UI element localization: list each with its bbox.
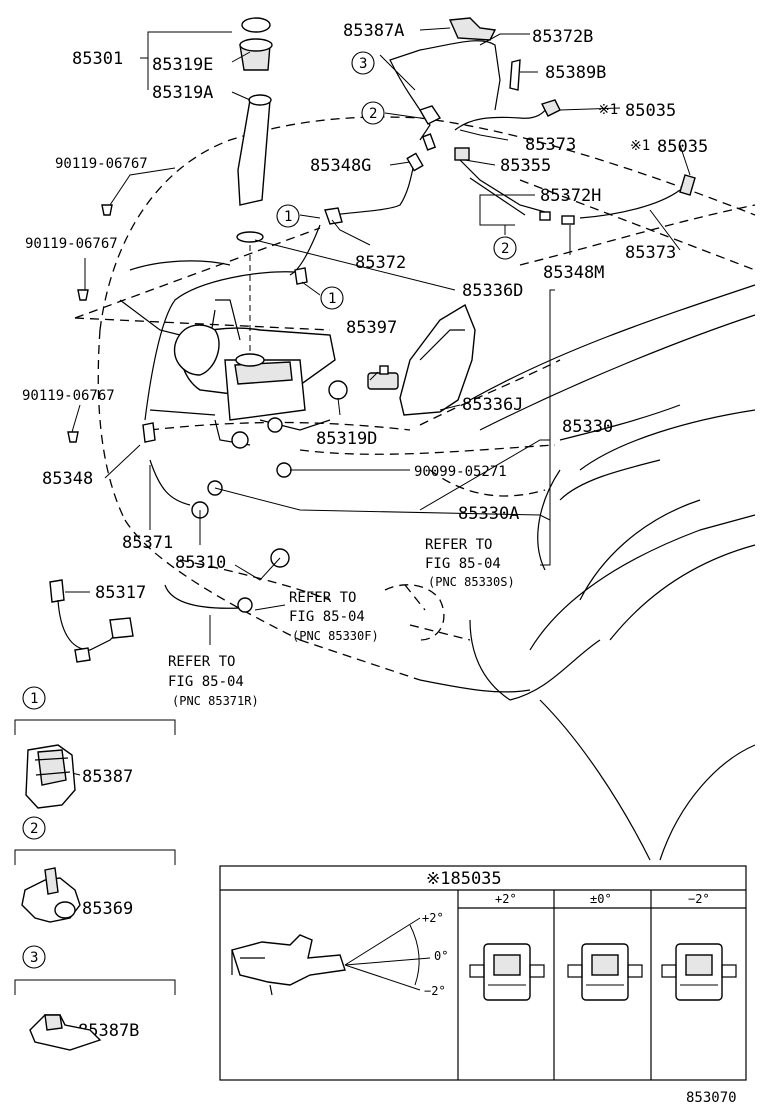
hoses — [144, 40, 681, 609]
callout-2-mid: 2 — [493, 236, 517, 260]
ref-85330F-line2: FIG 85-04 — [289, 609, 365, 625]
label-85373-a: 85373 — [525, 135, 576, 155]
legend-clip-85387 — [14, 719, 176, 809]
ref-85371R-line1: REFER TO — [168, 654, 235, 670]
inset-title: ※185035 — [426, 869, 502, 889]
svg-text:1: 1 — [284, 209, 292, 225]
svg-text:1: 1 — [328, 291, 336, 307]
label-85348M: 85348M — [543, 263, 604, 283]
vehicle-body-outline — [74, 116, 756, 681]
svg-text:2: 2 — [501, 241, 509, 257]
nozzle-front-zero — [567, 943, 643, 1001]
label-85371: 85371 — [122, 533, 173, 553]
inset-col-zero: ±0° — [590, 892, 612, 906]
label-85035-b: 85035 — [657, 137, 708, 157]
label-85387A: 85387A — [343, 21, 404, 41]
label-85397: 85397 — [346, 318, 397, 338]
label-85387: 85387 — [82, 767, 133, 787]
callout-1-legend: 1 — [22, 686, 46, 710]
legend-clip-85369 — [14, 849, 176, 923]
svg-text:3: 3 — [359, 56, 367, 72]
label-85336D: 85336D — [462, 281, 523, 301]
leader-lines — [54, 27, 691, 1031]
label-85369: 85369 — [82, 899, 133, 919]
ref-85330S-line1: REFER TO — [425, 537, 492, 553]
label-85372: 85372 — [355, 253, 406, 273]
asterisk-85035-a: ※1 — [598, 102, 618, 118]
callouts: 3 2 1 2 1 1 2 3 — [22, 51, 517, 969]
cover-85336J — [399, 303, 476, 416]
washer-jar-assembly — [119, 260, 336, 446]
legend-clip-85387B — [14, 979, 176, 1051]
label-85301: 85301 — [72, 49, 123, 69]
nozzle-front-plus2 — [469, 943, 545, 1001]
label-90119-06767-top: 90119-06767 — [55, 156, 148, 172]
filler-neck — [236, 17, 273, 355]
label-85336J: 85336J — [462, 395, 523, 415]
svg-text:3: 3 — [30, 950, 38, 966]
nozzle-side-view: +2° 0° −2° — [231, 911, 448, 998]
part-labels: 85301 85319E 85319A 90119-06767 90119-06… — [22, 21, 708, 1041]
angle-zero: 0° — [434, 949, 448, 963]
fender-outline — [419, 284, 756, 861]
figure-number: 853070 — [686, 1090, 737, 1106]
level-sensor — [49, 579, 134, 663]
callout-3-top: 3 — [351, 51, 375, 75]
label-85330: 85330 — [562, 417, 613, 437]
reference-notes: REFER TO FIG 85-04 (PNC 85330S) REFER TO… — [168, 537, 515, 708]
label-85389B: 85389B — [545, 63, 606, 83]
svg-text:1: 1 — [30, 691, 38, 707]
callout-2-legend: 2 — [22, 816, 46, 840]
label-85319A: 85319A — [152, 83, 213, 103]
ref-85330F-line3: (PNC 85330F) — [292, 629, 379, 643]
svg-text:2: 2 — [369, 106, 377, 122]
label-85330A: 85330A — [458, 504, 519, 524]
callout-3-legend: 3 — [22, 945, 46, 969]
label-85348G: 85348G — [310, 156, 371, 176]
label-85319D: 85319D — [316, 429, 377, 449]
nozzle-front-minus2 — [661, 943, 737, 1001]
label-85373-b: 85373 — [625, 243, 676, 263]
label-85372B: 85372B — [532, 27, 593, 47]
inset-col-plus2: +2° — [495, 892, 517, 906]
label-85319E: 85319E — [152, 55, 213, 75]
ref-85371R-line3: (PNC 85371R) — [172, 694, 259, 708]
label-85310: 85310 — [175, 553, 226, 573]
angle-plus2: +2° — [422, 911, 444, 925]
svg-text:2: 2 — [30, 821, 38, 837]
label-90119-06767-mid: 90119-06767 — [25, 236, 118, 252]
callout-1-lower: 1 — [320, 286, 344, 310]
washer-pump — [367, 365, 399, 390]
ref-85330S-line2: FIG 85-04 — [425, 556, 501, 572]
label-85372H: 85372H — [540, 186, 601, 206]
label-90099-05271: 90099-05271 — [414, 464, 507, 480]
angle-minus2: −2° — [424, 984, 446, 998]
label-85035-a: 85035 — [625, 101, 676, 121]
label-85355: 85355 — [500, 156, 551, 176]
callout-1-upper: 1 — [276, 204, 300, 228]
ref-85330S-line3: (PNC 85330S) — [428, 575, 515, 589]
hardware — [67, 17, 696, 613]
label-90119-06767-low: 90119-06767 — [22, 388, 115, 404]
asterisk-85035-b: ※1 — [630, 138, 650, 154]
inset-col-minus2: −2° — [688, 892, 710, 906]
inset-85035-table: ※185035 +2° ±0° −2° +2° 0° −2° — [219, 865, 747, 1081]
ref-85371R-line2: FIG 85-04 — [168, 674, 244, 690]
label-85348: 85348 — [42, 469, 93, 489]
label-85317: 85317 — [95, 583, 146, 603]
callout-2-top: 2 — [361, 101, 385, 125]
ref-85330F-line1: REFER TO — [289, 590, 356, 606]
